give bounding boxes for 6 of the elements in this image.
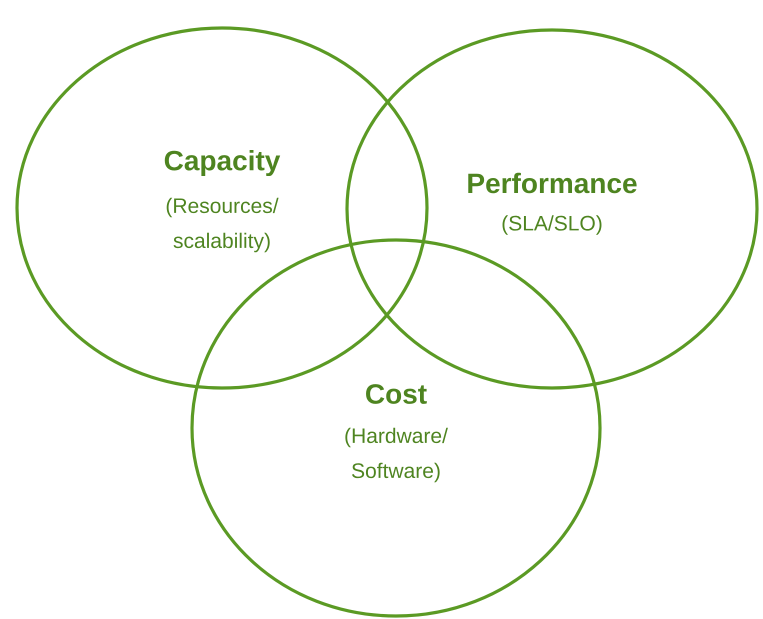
circle-subtitle: (SLA/SLO) xyxy=(502,215,602,235)
circle-heading: Performance xyxy=(468,172,637,194)
circle-heading: Capacity xyxy=(164,150,280,176)
circle-heading: Cost xyxy=(366,384,427,404)
circle-subtitle: (Hardware/ Software) xyxy=(345,428,448,482)
circle-subtitle: (Resources/ scalability) xyxy=(166,198,279,252)
